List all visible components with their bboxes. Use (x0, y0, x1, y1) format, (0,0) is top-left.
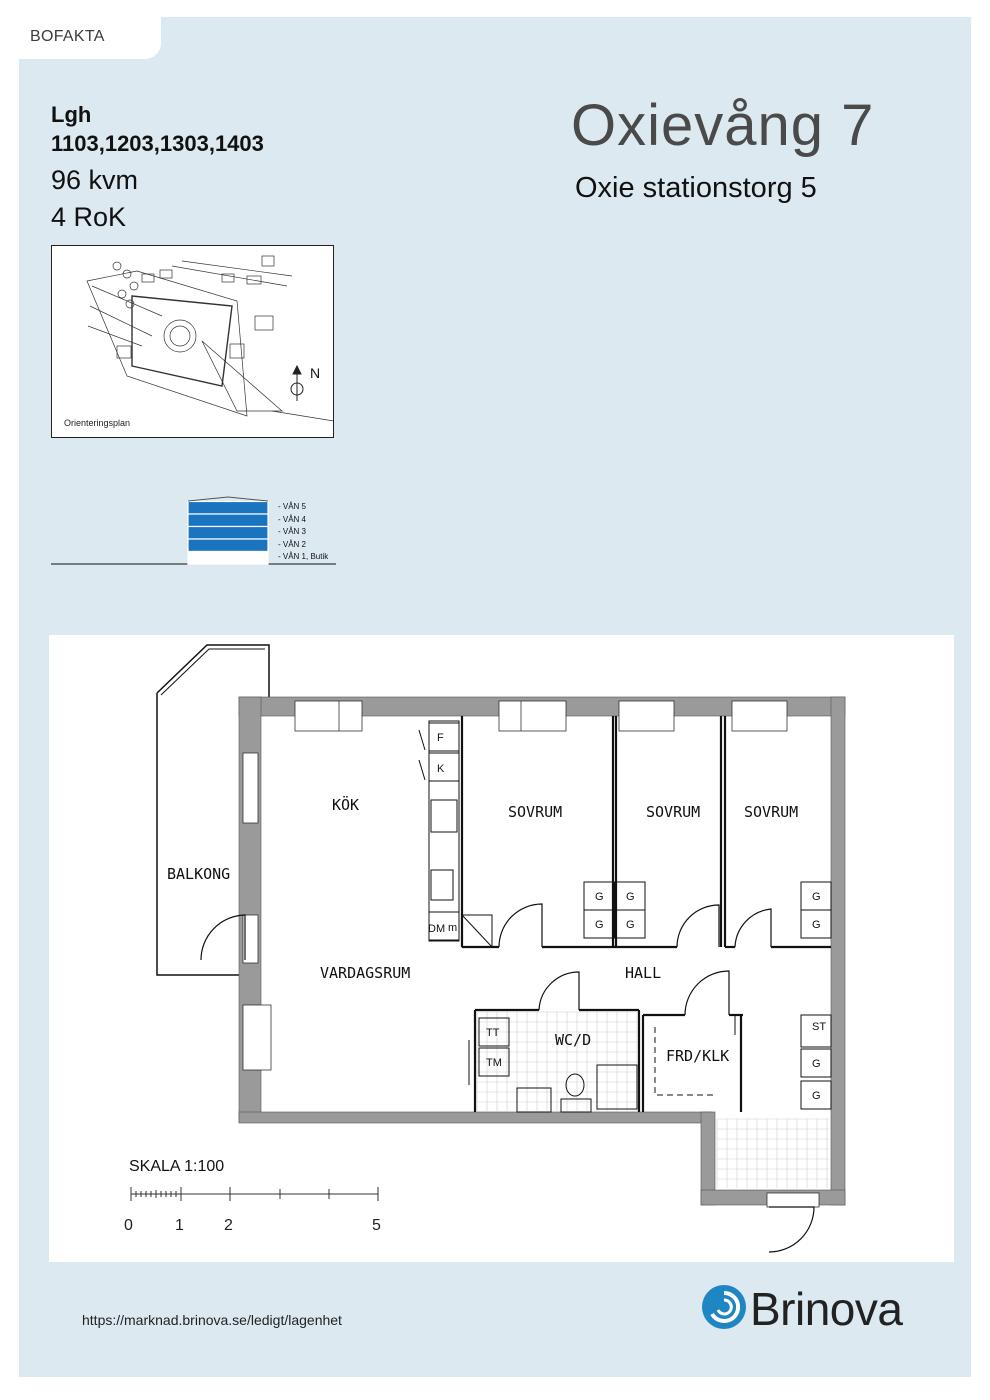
wardrobe-label: G (626, 891, 635, 903)
floor-block (187, 513, 269, 528)
room-label-sovrum-1: SOVRUM (508, 803, 562, 821)
orientation-plan: N Orienteringsplan (51, 245, 335, 438)
fixture-label-washer: TT (486, 1027, 500, 1039)
wardrobes (583, 881, 832, 1110)
apartment-numbers: 1103,1203,1303,1403 (51, 131, 264, 156)
wardrobe-label: G (595, 919, 604, 931)
entrance-tile-pattern (716, 1118, 829, 1188)
brinova-logo-icon (702, 1285, 746, 1329)
fixture-label-dryer: TM (486, 1057, 502, 1069)
balcony-outline (156, 644, 270, 976)
room-label-kok: KÖK (332, 795, 359, 814)
north-label: N (310, 365, 320, 381)
floor-plan-drawing: KÖK BALKONG VARDAGSRUM SOVRUM SOVRUM SOV… (156, 644, 846, 1253)
floor-label: - VÅN 4 (278, 514, 307, 524)
floor-block (187, 500, 269, 515)
floor-block (187, 525, 269, 540)
wardrobe-label: G (812, 919, 821, 931)
door-swings (200, 903, 815, 1253)
room-label-sovrum-3: SOVRUM (744, 803, 798, 821)
floor-label: - VÅN 5 (278, 502, 307, 511)
room-label-sovrum-2: SOVRUM (646, 803, 700, 821)
apartment-heading: Lgh 1103,1203,1303,1403 (51, 100, 264, 158)
wardrobe-unit (614, 909, 646, 939)
scale-tick-1: 1 (175, 1217, 184, 1234)
fixture-label-storage: ST (812, 1021, 826, 1033)
apartment-label: Lgh (51, 102, 92, 127)
wardrobe-label: G (812, 891, 821, 903)
floor-label: - VÅN 2 (278, 539, 307, 549)
floor-label: - VÅN 1, Butik (278, 552, 329, 562)
header-tab (19, 17, 161, 59)
room-label-balkong: BALKONG (167, 865, 230, 883)
room-label-hall: HALL (625, 964, 661, 982)
apartment-area: 96 kvm (51, 165, 139, 195)
floor-block (187, 538, 269, 553)
fixture-label-freezer: K (437, 763, 445, 775)
fixture-label-micro: m (448, 922, 457, 934)
building-title: Oxievång 7 (571, 93, 875, 158)
building-address: Oxie stationstorg 5 (575, 172, 817, 204)
floor-diagram (51, 496, 336, 565)
room-label-vardagsrum: VARDAGSRUM (320, 964, 410, 982)
floor-label: - VÅN 3 (278, 527, 307, 537)
floor-roof (187, 496, 269, 502)
wardrobe-labels: G G G G G G G G (595, 891, 821, 1102)
scale-title: SKALA 1:100 (129, 1158, 225, 1175)
site-plan-drawing: N (86, 255, 335, 422)
floor-block (187, 550, 269, 565)
wardrobe-unit (800, 909, 832, 939)
fixture-label-fridge: F (437, 732, 444, 744)
scale-bar (130, 1187, 379, 1201)
apartment-rooms: 4 RoK (51, 202, 127, 232)
brand-name: Brinova (750, 1283, 903, 1335)
storage-unit (800, 1014, 832, 1048)
detail-lines (418, 729, 736, 1085)
scale-tick-5: 5 (372, 1217, 381, 1234)
wardrobe-unit (800, 1048, 832, 1078)
north-arrow-icon (290, 364, 304, 401)
wardrobe-label: G (812, 1090, 821, 1102)
fixture-label-dishwasher: DM (428, 923, 445, 935)
interior-walls (460, 716, 831, 1112)
floor-plan: KÖK BALKONG VARDAGSRUM SOVRUM SOVRUM SOV… (49, 635, 954, 1262)
frd-klk-cabinet-outline (654, 1027, 717, 1096)
scale-tick-2: 2 (224, 1217, 233, 1234)
room-label-wcd: WC/D (555, 1031, 591, 1049)
room-label-frdklk: FRD/KLK (666, 1047, 729, 1065)
floor-indicator: - VÅN 5 - VÅN 4 - VÅN 3 - VÅN 2 - VÅN 1, But… (51, 490, 341, 570)
wardrobe-unit (583, 909, 615, 939)
kitchen-cabinets (428, 720, 493, 948)
wardrobe-label: G (812, 1058, 821, 1070)
wardrobe-unit (800, 1080, 832, 1110)
wardrobe-label: G (595, 891, 604, 903)
tab-label: BOFAKTA (30, 28, 105, 45)
listing-url[interactable]: https://marknad.brinova.se/ledigt/lagenh… (82, 1312, 342, 1328)
scale-tick-0: 0 (124, 1217, 133, 1234)
bathroom-fixtures (478, 1017, 638, 1113)
wardrobe-label: G (626, 919, 635, 931)
orientation-caption: Orienteringsplan (64, 418, 131, 428)
wc-tile-pattern (476, 1011, 638, 1111)
windows (242, 700, 820, 1208)
